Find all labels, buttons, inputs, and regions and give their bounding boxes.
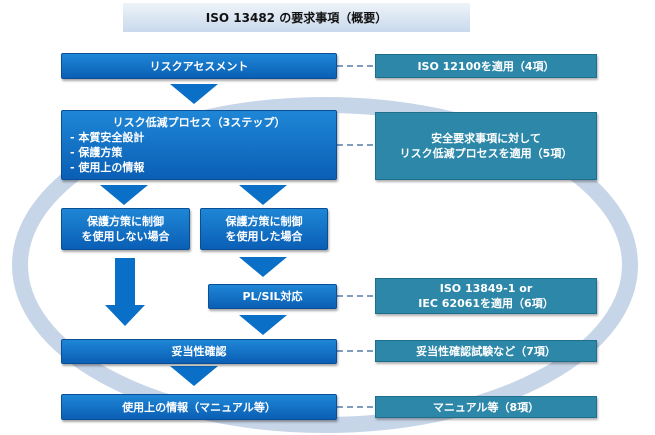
with-control-line-1: 保護方策に制御 [225,215,303,228]
step-risk-reduction-heading: リスク低減プロセス（3ステップ） [112,116,286,129]
arrow-down-4 [239,257,287,277]
pl-sil-label: PL/SIL対応 [242,290,303,303]
step-information-for-use: 使用上の情報（マニュアル等） [61,394,337,420]
arrow-down-3 [239,185,287,205]
clause-manual: マニュアル等（8項） [375,396,597,418]
clause-iso12100: ISO 12100を適用（4項） [375,54,597,78]
arrow-down-6 [170,366,218,386]
clause-iso13849: ISO 13849-1 or IEC 62061を適用（6項） [375,278,597,314]
validation-label: 妥当性確認 [171,345,227,358]
iso13849-line-2: IEC 62061を適用（6項） [418,297,554,310]
without-control-line-2: を使用しない場合 [81,230,170,243]
clause-validation-tests: 妥当性確認試験など（7項） [375,340,597,362]
step-risk-reduction: リスク低減プロセス（3ステップ） - 本質安全設計 - 保護方策 - 使用上の情… [61,110,337,180]
clause-iso12100-label: ISO 12100を適用（4項） [417,59,555,73]
reduction-item-3: - 使用上の情報 [70,161,145,174]
iso13849-line-1: ISO 13849-1 or [439,282,533,295]
safety-requirements-line-2: リスク低減プロセスを適用（5項） [399,147,573,160]
step-pl-sil: PL/SIL対応 [208,284,337,309]
manual-label: マニュアル等（8項） [432,400,540,414]
arrow-bypass [105,258,145,326]
arrow-down-5 [239,315,287,335]
step-validation: 妥当性確認 [61,339,337,364]
with-control-line-2: を使用した場合 [225,230,303,243]
reduction-item-2: - 保護方策 [70,146,123,159]
step-with-control: 保護方策に制御 を使用した場合 [200,208,328,250]
arrow-down-1 [170,84,218,104]
page-title: ISO 13482 の要求事項（概要） [123,3,470,32]
without-control-line-1: 保護方策に制御 [87,215,164,228]
arrow-down-2 [100,185,148,205]
safety-requirements-line-1: 安全要求事項に対して [431,132,541,145]
process-cycle-ellipse [12,97,638,433]
information-for-use-label: 使用上の情報（マニュアル等） [122,400,276,414]
step-risk-assessment: リスクアセスメント [61,53,337,79]
reduction-item-1: - 本質安全設計 [70,131,145,144]
validation-tests-label: 妥当性確認試験など（7項） [416,344,556,358]
clause-safety-requirements: 安全要求事項に対して リスク低減プロセスを適用（5項） [375,112,597,180]
step-without-control: 保護方策に制御 を使用しない場合 [61,208,190,250]
step-risk-assessment-label: リスクアセスメント [149,59,249,73]
